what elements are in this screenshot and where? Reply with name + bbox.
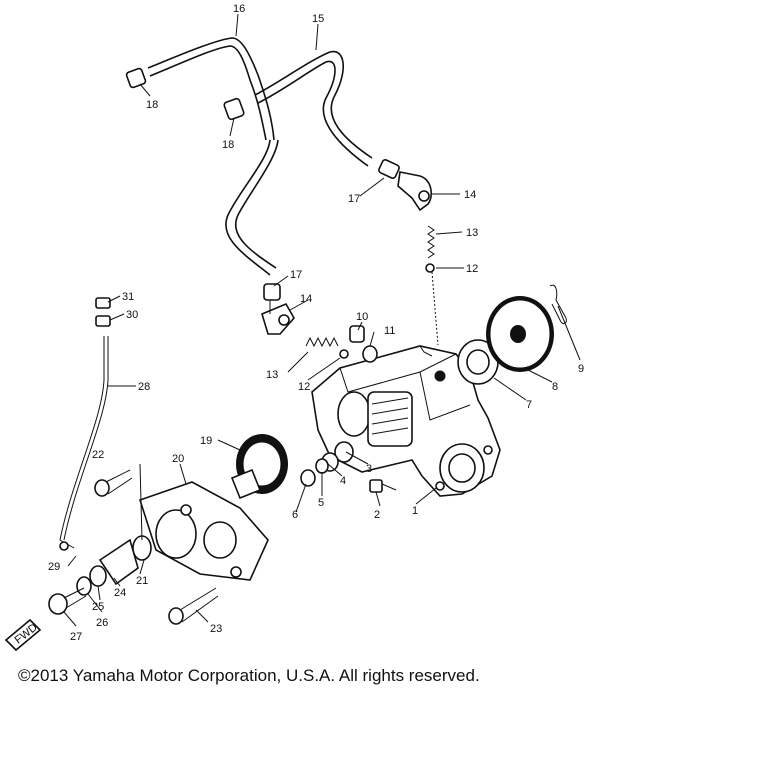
label-8: 8 [552,381,558,393]
washer-3 [334,441,354,463]
label-28: 28 [138,381,150,393]
label-26: 26 [96,617,108,629]
nut-6 [300,469,316,487]
label-22: 22 [92,449,104,461]
pin-29 [59,541,69,551]
label-23: 23 [210,623,222,635]
washer-25 [89,565,107,587]
fwd-arrow-icon: FWD [4,618,42,652]
label-12-lower: 12 [298,381,310,393]
label-18-lower: 18 [222,139,234,151]
label-17-upper: 17 [348,193,360,205]
label-13-upper: 13 [466,227,478,239]
fitting-14-upper [397,171,433,212]
label-9: 9 [578,363,584,375]
washer-26 [76,576,92,596]
rod-28 [59,336,109,549]
label-17-lower: 17 [290,269,302,281]
label-14-lower: 14 [300,293,312,305]
washer-11 [362,345,378,363]
label-1: 1 [412,505,418,517]
label-14-upper: 14 [464,189,476,201]
hose-16 [147,37,279,276]
label-29: 29 [48,561,60,573]
gear-19 [230,434,288,500]
copyright-notice: ©2013 Yamaha Motor Corporation, U.S.A. A… [18,666,480,685]
label-11: 11 [384,325,395,337]
label-25: 25 [92,601,104,613]
washer-30 [95,315,111,327]
label-18-upper: 18 [146,99,158,111]
label-10: 10 [356,311,368,323]
label-24: 24 [114,587,126,599]
label-4: 4 [340,475,346,487]
pump-body-1 [311,345,501,497]
label-15: 15 [312,13,324,25]
nut-5 [315,458,329,474]
exploded-parts-diagram: FWD [4,3,584,652]
bolt-22 [94,469,133,497]
label-20: 20 [172,453,184,465]
hose-15 [254,50,373,167]
cover-20 [138,481,269,581]
fitting-14-lower [261,300,295,335]
nut-31 [95,297,111,309]
label-19: 19 [200,435,212,447]
label-3: 3 [366,463,372,475]
bolt-23 [168,587,219,625]
label-21: 21 [136,575,148,587]
bolt-2 [369,479,397,493]
cap-18-upper [125,67,147,89]
spring-13-upper [427,225,435,259]
spring-13-lower [305,336,339,348]
cap-18-lower [223,97,245,121]
gear-8 [486,296,554,372]
clamp-17-lower [263,283,281,301]
label-31: 31 [122,291,134,303]
leader-lines [63,13,581,627]
clamp-17-upper [378,159,400,179]
label-27: 27 [70,631,82,643]
clip-9 [549,284,567,325]
screw-27 [48,587,87,615]
cam-24 [98,538,139,586]
callout-labels: 16 15 18 18 17 14 13 12 17 14 10 11 13 1… [48,3,584,643]
label-12-upper: 12 [466,263,478,275]
label-30: 30 [126,309,138,321]
label-5: 5 [318,497,324,509]
ball-12-upper [425,263,435,273]
ball-12-lower [339,349,349,359]
label-16: 16 [233,3,245,15]
plug-10 [349,325,365,343]
label-7: 7 [526,399,532,411]
label-13-lower: 13 [266,369,278,381]
label-2: 2 [374,509,380,521]
label-6: 6 [292,509,298,521]
